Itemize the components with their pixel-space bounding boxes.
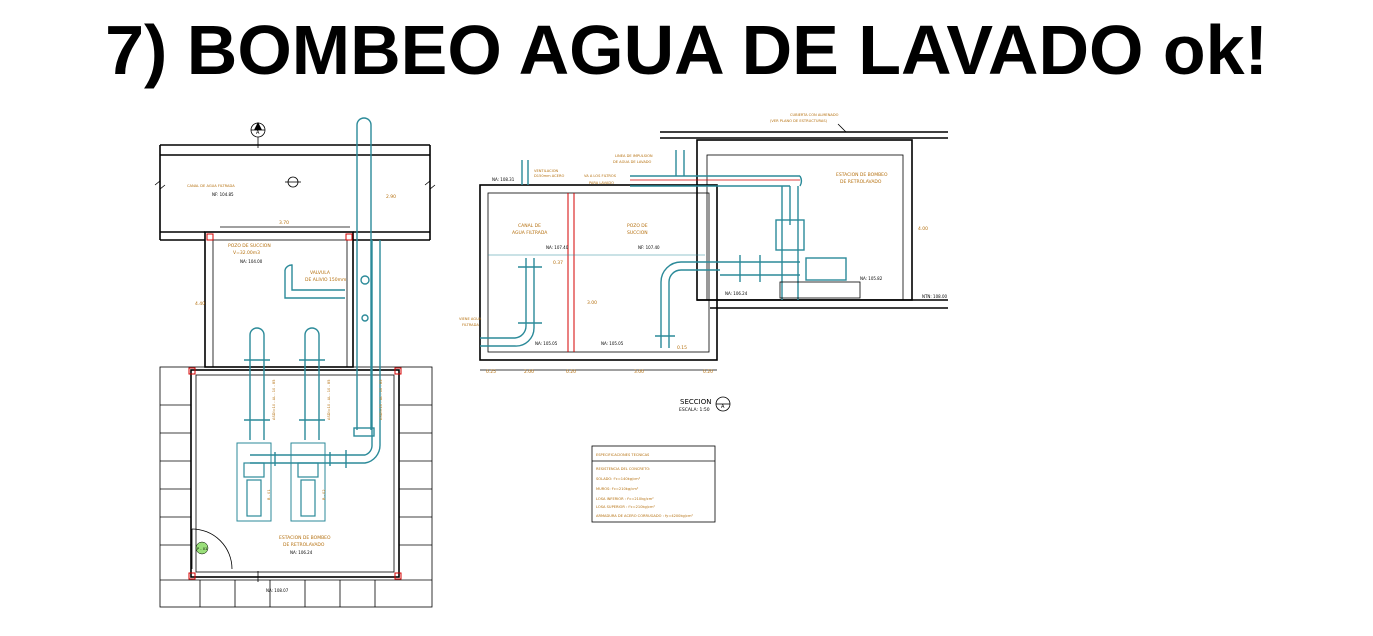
impulsion-label-2: DE AGUA DE LAVADO: [613, 160, 652, 164]
pipe-label-3: ASDI=10 - AL - 10 - 85: [379, 379, 383, 420]
specs-line-1: RESISTENCIA DEL CONCRETO:: [596, 467, 650, 471]
dim-400: 4.00: [918, 226, 928, 232]
dim-037: 0.37: [553, 260, 563, 266]
specs-line-2: SOLADO: f'c=140kg/cm²: [596, 477, 641, 481]
plan-view: A CANAL DE AGUA FILTRADA NF: 104.85 3.70…: [154, 117, 436, 608]
canal-level: NF: 104.85: [212, 192, 234, 197]
specs-line-5: LOSA SUPERIOR : f'c=210kg/cm²: [596, 505, 656, 509]
top-level: NA: 108.31: [492, 177, 515, 182]
impulsion-label-1: LINEA DE IMPULSION: [615, 154, 653, 158]
nf-left: NA: 107.40: [546, 245, 569, 250]
right-dim: 2.90: [386, 194, 396, 200]
dim-300: 3.00: [587, 300, 597, 306]
canal-structure: CANAL DE AGUA FILTRADA NF: 104.85 3.70 2…: [154, 144, 436, 241]
seccion-marker-icon: A: [715, 396, 731, 412]
viene-label-2: FILTRADA: [462, 323, 479, 327]
va-filtros-label-1: VA A LOS FILTROS: [584, 174, 617, 178]
section-piping: [480, 150, 861, 348]
station-level: NA: 106.24: [290, 550, 313, 555]
dim-bottom-2: 0.20: [566, 369, 576, 375]
viene-label-1: VIENE AGUA: [459, 317, 482, 321]
dim-015: 0.15: [677, 345, 687, 351]
valve-label-2: DE ALIVIO 150mm: [305, 277, 346, 283]
specs-line-3: MUROS: f'c=210kg/cm²: [596, 487, 639, 491]
dim-bottom-1: 2.00: [524, 369, 534, 375]
section-view: CUBIERTA CON ALMENADO (VER PLANO DE ESTR…: [459, 113, 948, 523]
pipe-label-1: ASDI=10 - AL - 10 - 85: [272, 379, 276, 420]
specs-box: ESPECIFICACIONES TECNICAS RESISTENCIA DE…: [591, 445, 716, 523]
door-tag: P - 01: [195, 541, 209, 555]
nf-bottom-left: NA: 105.05: [535, 341, 558, 346]
specs-line-6: ARMADURA DE ACERO CORRUGADO : fy=4200kg/…: [596, 514, 694, 518]
pozo-sec-label-2: SUCCION: [627, 230, 648, 236]
canal-sec-label-1: CANAL DE: [518, 223, 541, 229]
estacion-label-1: ESTACION DE BOMBEO: [836, 172, 888, 178]
specs-line-4: LOSA INFERIOR : f'c=210kg/cm²: [596, 497, 654, 501]
seccion-mark: A: [721, 404, 725, 410]
va-filtros-label-2: PARA LAVADO: [589, 181, 614, 185]
ventilacion-label-2: D150mm ACERO: [534, 174, 564, 178]
left-dim: 4.40: [195, 301, 205, 307]
dim-bottom-3: 3.00: [634, 369, 644, 375]
specs-heading: ESPECIFICACIONES TECNICAS: [596, 453, 650, 457]
section-marker-label: A: [256, 130, 260, 136]
pump-b01: B - 01: [236, 442, 272, 522]
nf-bottom-right: NA: 105.05: [601, 341, 624, 346]
pozo-label-1: POZO DE SUCCION: [228, 243, 271, 249]
door-label: P - 01: [197, 547, 207, 551]
pump-room: P - 01 ESTACION DE BOMBEO DE RETROLAVADO…: [159, 233, 433, 608]
nf-right: NF: 107.40: [638, 245, 660, 250]
valve-label-1: VALVULA: [310, 270, 331, 276]
pump-label-2: B - 02: [322, 489, 326, 500]
pump-label-1: B - 01: [267, 489, 271, 500]
suction-well: POZO DE SUCCION V=32.00m3 NA: 104.00 4.4…: [195, 231, 354, 368]
cubierta-label-1: CUBIERTA CON ALMENADO: [790, 113, 839, 117]
dim-bottom-4: 0.20: [703, 369, 713, 375]
plan-piping: ASDI=10 - AL - 10 - 85 ASDI=10 - AL - 10…: [244, 117, 383, 468]
station-label-1: ESTACION DE BOMBEO: [279, 535, 331, 541]
canal-sec-label-2: AGUA FILTRADA: [512, 230, 548, 236]
pozo-label-2: V=32.00m3: [233, 250, 260, 256]
pozo-sec-label-1: POZO DE: [627, 223, 648, 229]
page-title: 7) BOMBEO AGUA DE LAVADO ok!: [105, 11, 1268, 89]
floor-level: NA: 106.24: [725, 291, 748, 296]
outside-level: NA: 105.82: [860, 276, 883, 281]
estacion-label-2: DE RETROLAVADO: [840, 179, 882, 185]
pozo-level: NA: 104.00: [240, 259, 263, 264]
seccion-title: SECCION: [680, 398, 711, 406]
section-title-block: SECCION ESCALA: 1:50 A: [679, 396, 731, 413]
ventilacion-label-1: VENTILACION: [534, 169, 559, 173]
canal-label: CANAL DE AGUA FILTRADA: [187, 184, 235, 188]
ground-level: NTN: 108.00: [922, 294, 947, 299]
cubierta-label-2: (VER PLANO DE ESTRUCTURAS): [770, 119, 828, 123]
dim-bottom-0: 0.25: [486, 369, 496, 375]
station-label-2: DE RETROLAVADO: [283, 542, 325, 548]
bottom-level: NA: 108.07: [266, 588, 289, 593]
canal-dim: 3.70: [279, 220, 289, 226]
pipe-label-2: ASDI=10 - AL - 10 - 85: [327, 379, 331, 420]
seccion-scale: ESCALA: 1:50: [679, 407, 710, 413]
pump-b02: B - 02: [290, 442, 326, 522]
section-marker-icon: A: [250, 122, 266, 148]
